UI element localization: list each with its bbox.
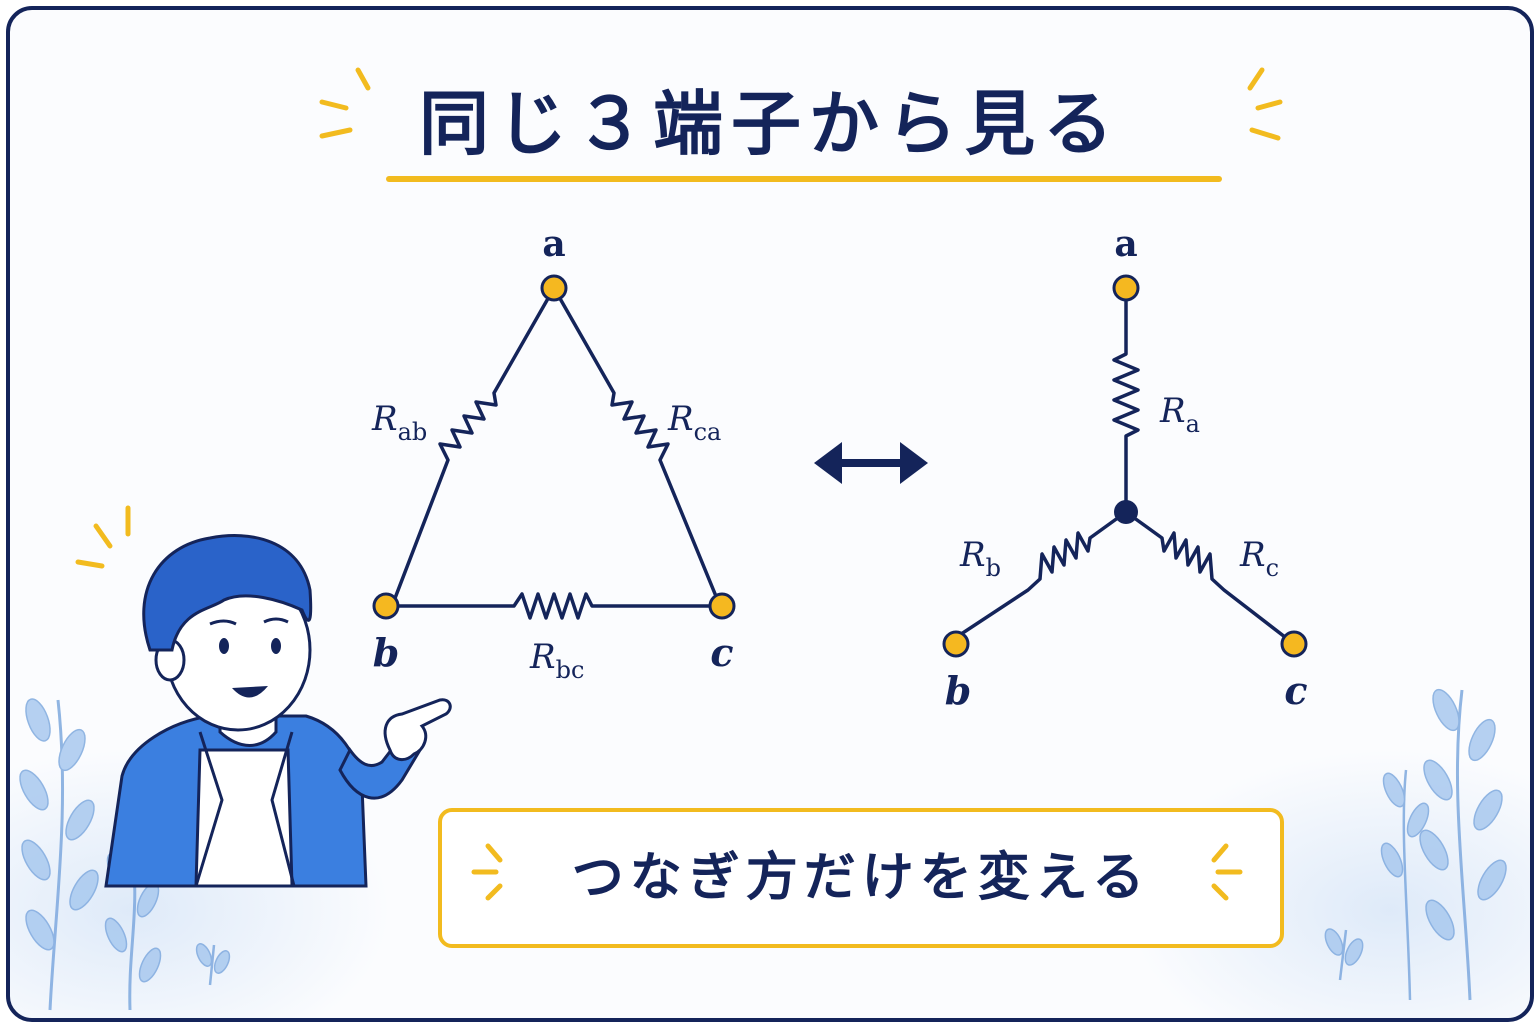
- page-title: 同じ３端子から見る: [419, 83, 1121, 165]
- wye-center-node: [1114, 500, 1138, 524]
- sparkle-icon: [75, 505, 131, 569]
- title-underline: [386, 176, 1222, 182]
- delta-terminal-a: [540, 274, 568, 302]
- wye-circuit: [944, 286, 1296, 646]
- delta-terminal-c: [708, 592, 736, 620]
- delta-label-b: b: [373, 630, 400, 675]
- sparkle-icon: [1247, 67, 1283, 141]
- wye-label-b: b: [945, 668, 972, 713]
- delta-terminal-b: [372, 592, 400, 620]
- delta-label-rca: Rca: [667, 399, 721, 446]
- wye-terminal-c: [1280, 630, 1308, 658]
- wye-wire-a: [1112, 286, 1140, 514]
- wye-label-rc: Rc: [1239, 535, 1279, 582]
- wye-label-a: a: [1114, 223, 1137, 265]
- delta-wire-bc: [390, 592, 722, 620]
- sparkle-icon: [319, 67, 371, 139]
- wye-wire-b: [944, 510, 1128, 646]
- plant-icon: [1324, 688, 1507, 1001]
- delta-wire-ca: [552, 286, 722, 608]
- wye-wire-c: [1124, 510, 1296, 646]
- caption-text: つなぎ方だけを変える: [571, 848, 1151, 908]
- wye-terminal-b: [942, 630, 970, 658]
- wye-label-c: c: [1284, 668, 1307, 713]
- caption-box: つなぎ方だけを変える: [438, 808, 1284, 948]
- double-arrow-icon: [814, 442, 928, 484]
- delta-circuit: [390, 286, 722, 620]
- delta-wire-ab: [390, 286, 556, 608]
- wye-label-rb: Rb: [959, 535, 1001, 582]
- wye-terminal-a: [1112, 274, 1140, 302]
- card-frame: 同じ３端子から見る: [6, 6, 1534, 1022]
- delta-label-a: a: [542, 223, 565, 265]
- delta-label-c: c: [710, 630, 733, 675]
- wye-label-ra: Ra: [1159, 391, 1200, 438]
- delta-label-rbc: Rbc: [529, 637, 584, 684]
- pointing-person-icon: [75, 505, 452, 888]
- delta-label-rab: Rab: [371, 399, 427, 446]
